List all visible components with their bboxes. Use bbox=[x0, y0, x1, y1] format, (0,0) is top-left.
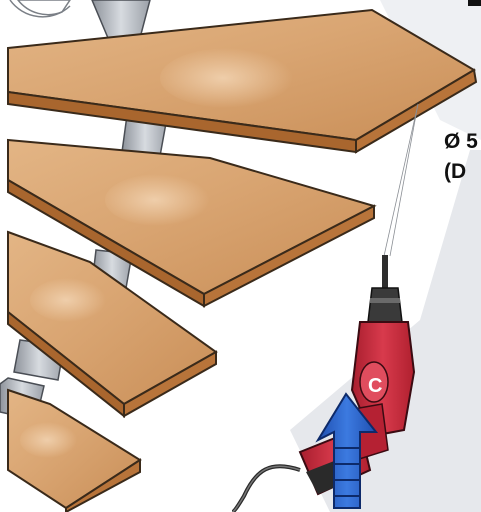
svg-text:C: C bbox=[368, 375, 382, 397]
drill-size-annotation-line1: Ø 5 bbox=[444, 131, 478, 152]
drill-size-annotation-line2: (D bbox=[444, 161, 466, 182]
corner-mark bbox=[468, 0, 481, 6]
